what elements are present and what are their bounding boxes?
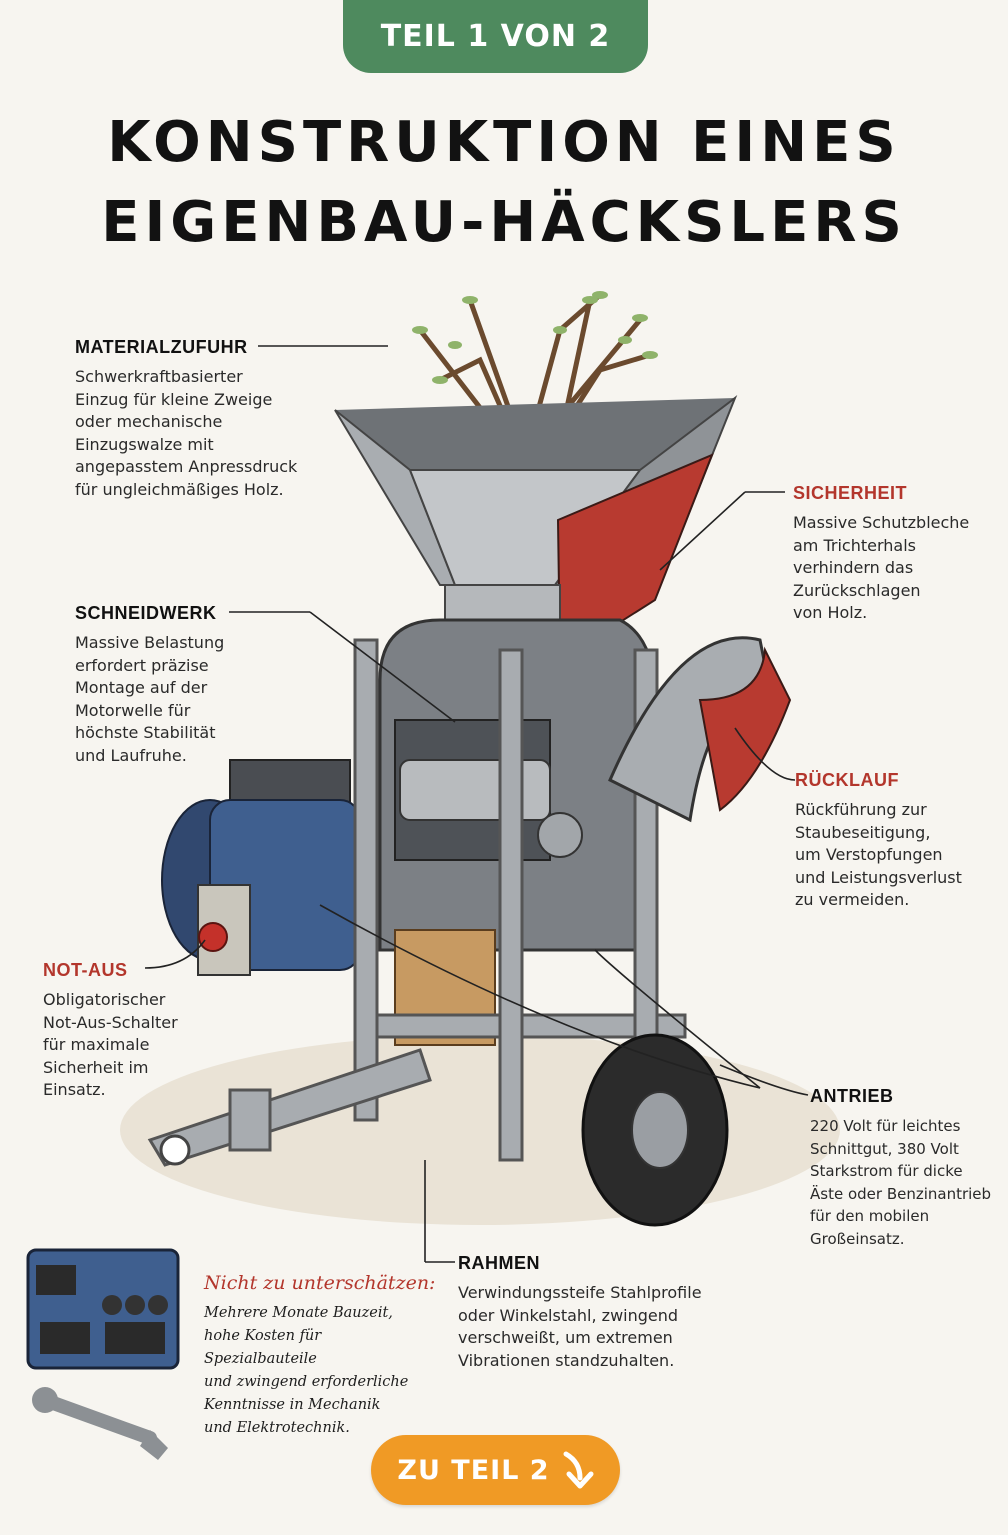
leaves	[412, 291, 658, 384]
callout-text: Schwerkraftbasierter Einzug für kleine Z…	[75, 367, 298, 499]
part-badge-label: TEIL 1 VON 2	[380, 19, 611, 54]
callout-antrieb: ANTRIEB 220 Volt für leichtes Schnittgut…	[810, 1086, 1005, 1250]
note-text: Mehrere Monate Bauzeit, hohe Kosten für …	[204, 1305, 409, 1436]
callout-schneidwerk: SCHNEIDWERK Massive Belastung erfordert …	[75, 603, 275, 767]
callout-text: Obligatorischer Not-Aus-Schalter für max…	[43, 990, 178, 1099]
callout-title: RAHMEN	[458, 1253, 540, 1273]
callout-notaus: NOT-AUS Obligatorischer Not-Aus-Schalter…	[43, 960, 203, 1102]
callout-ruecklauf: RÜCKLAUF Rückführung zur Staubeseitigung…	[795, 770, 995, 912]
arrow-down-icon	[563, 1451, 594, 1489]
callout-text: 220 Volt für leichtes Schnittgut, 380 Vo…	[810, 1117, 992, 1248]
callout-sicherheit: SICHERHEIT Massive Schutzbleche am Trich…	[793, 483, 993, 625]
callout-title: RÜCKLAUF	[795, 770, 899, 790]
callout-text: Rückführung zur Staubeseitigung, um Vers…	[795, 800, 962, 909]
wrench-illustration	[32, 1387, 168, 1460]
callout-title: ANTRIEB	[810, 1086, 894, 1106]
note-title: Nicht zu unterschätzen:	[204, 1272, 436, 1294]
cutting-drum	[399, 759, 551, 821]
callout-title: SICHERHEIT	[793, 483, 908, 503]
callout-text: Verwindungssteife Stahlprofile oder Wink…	[458, 1283, 702, 1370]
emergency-stop	[198, 922, 228, 952]
page-title-line2: EIGENBAU-HÄCKSLERS	[101, 190, 907, 255]
page-title-line1: KONSTRUKTION EINES	[107, 110, 901, 175]
next-part-label: ZU TEIL 2	[397, 1454, 550, 1486]
callout-title: NOT-AUS	[43, 960, 128, 980]
return-chute	[698, 646, 792, 812]
part-badge: TEIL 1 VON 2	[343, 0, 648, 73]
callout-title: MATERIALZUFUHR	[75, 337, 248, 357]
callout-text: Massive Belastung erfordert präzise Mont…	[75, 633, 225, 765]
callout-rahmen: RAHMEN Verwindungssteife Stahlprofile od…	[458, 1253, 748, 1372]
callout-title: SCHNEIDWERK	[75, 603, 217, 623]
callout-materialzufuhr: MATERIALZUFUHR Schwerkraftbasierter Einz…	[75, 337, 315, 501]
generator-illustration	[26, 1248, 180, 1370]
callout-text: Massive Schutzbleche am Trichterhals ver…	[793, 513, 970, 622]
next-part-button[interactable]: ZU TEIL 2	[371, 1435, 620, 1505]
